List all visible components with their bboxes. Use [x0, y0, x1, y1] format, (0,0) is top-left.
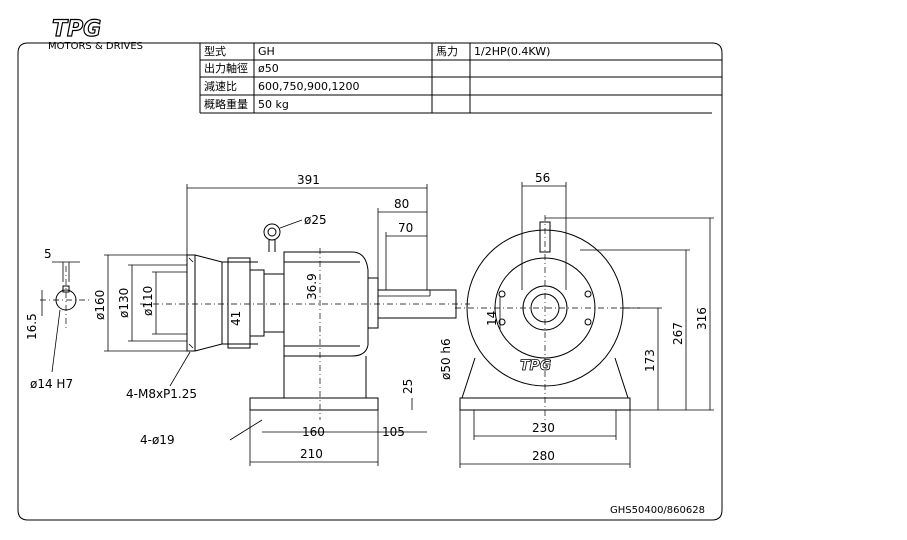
dim-eyebolt: ø25 [304, 213, 327, 227]
table-value-shaft: ø50 [258, 62, 279, 75]
spec-table: 型式 GH 馬力 1/2HP(0.4KW) 出力軸徑 ø50 減速比 600,7… [199, 43, 722, 114]
dim-14: 14 [485, 311, 499, 326]
dim-36-9: 36.9 [305, 273, 319, 300]
table-value-model: GH [258, 45, 275, 58]
front-logo: TPG [520, 358, 551, 374]
dim-267: 267 [671, 322, 685, 345]
table-value-power: 1/2HP(0.4KW) [474, 45, 550, 58]
table-label-model: 型式 [204, 44, 226, 58]
dim-overall-length: 391 [297, 173, 320, 187]
side-dimensions: 391 80 70 ø25 ø50 h6 ø160 ø130 ø110 36.9… [93, 173, 457, 466]
dim-210: 210 [300, 447, 323, 461]
drawing-number: GHS50400/860628 [610, 505, 705, 516]
dim-5: 5 [44, 247, 52, 261]
dim-holes: 4-ø19 [140, 433, 175, 447]
dim-230: 230 [532, 421, 555, 435]
table-label-shaft: 出力軸徑 [204, 61, 248, 75]
table-label-ratio: 減速比 [204, 79, 237, 93]
dim-316: 316 [695, 307, 709, 330]
table-label-weight: 概略重量 [204, 97, 248, 111]
dim-70: 70 [398, 221, 413, 235]
dim-phi130: ø130 [117, 288, 131, 318]
dim-phi110: ø110 [141, 286, 155, 316]
dim-41: 41 [229, 311, 243, 326]
logo-brand: TPG [52, 17, 101, 42]
table-value-weight: 50 kg [258, 98, 289, 111]
frame-border [17, 42, 723, 521]
logo-tagline: MOTORS & DRIVES [48, 41, 143, 52]
table-label-power: 馬力 [436, 45, 458, 58]
shaft-end-detail: 5 16.5 ø14 H7 [25, 247, 92, 391]
dim-80: 80 [394, 197, 409, 211]
dim-25: 25 [401, 379, 415, 394]
dim-280: 280 [532, 449, 555, 463]
dim-16-5: 16.5 [25, 313, 39, 340]
front-dimensions: 56 316 267 173 14 230 280 [459, 171, 714, 468]
dim-160: 160 [302, 425, 325, 439]
tpg-logo: TPG MOTORS & DRIVES [48, 16, 143, 52]
dim-56: 56 [535, 171, 550, 185]
dim-105: 105 [382, 425, 405, 439]
dim-shaft: ø50 h6 [439, 338, 453, 380]
dim-bolts: 4-M8xP1.25 [126, 387, 197, 401]
dim-phi14: ø14 H7 [30, 377, 73, 391]
side-view [140, 223, 470, 420]
dim-173: 173 [643, 349, 657, 372]
dim-phi160: ø160 [93, 290, 107, 320]
front-view: TPG [455, 215, 640, 420]
table-value-ratio: 600,750,900,1200 [258, 80, 359, 93]
